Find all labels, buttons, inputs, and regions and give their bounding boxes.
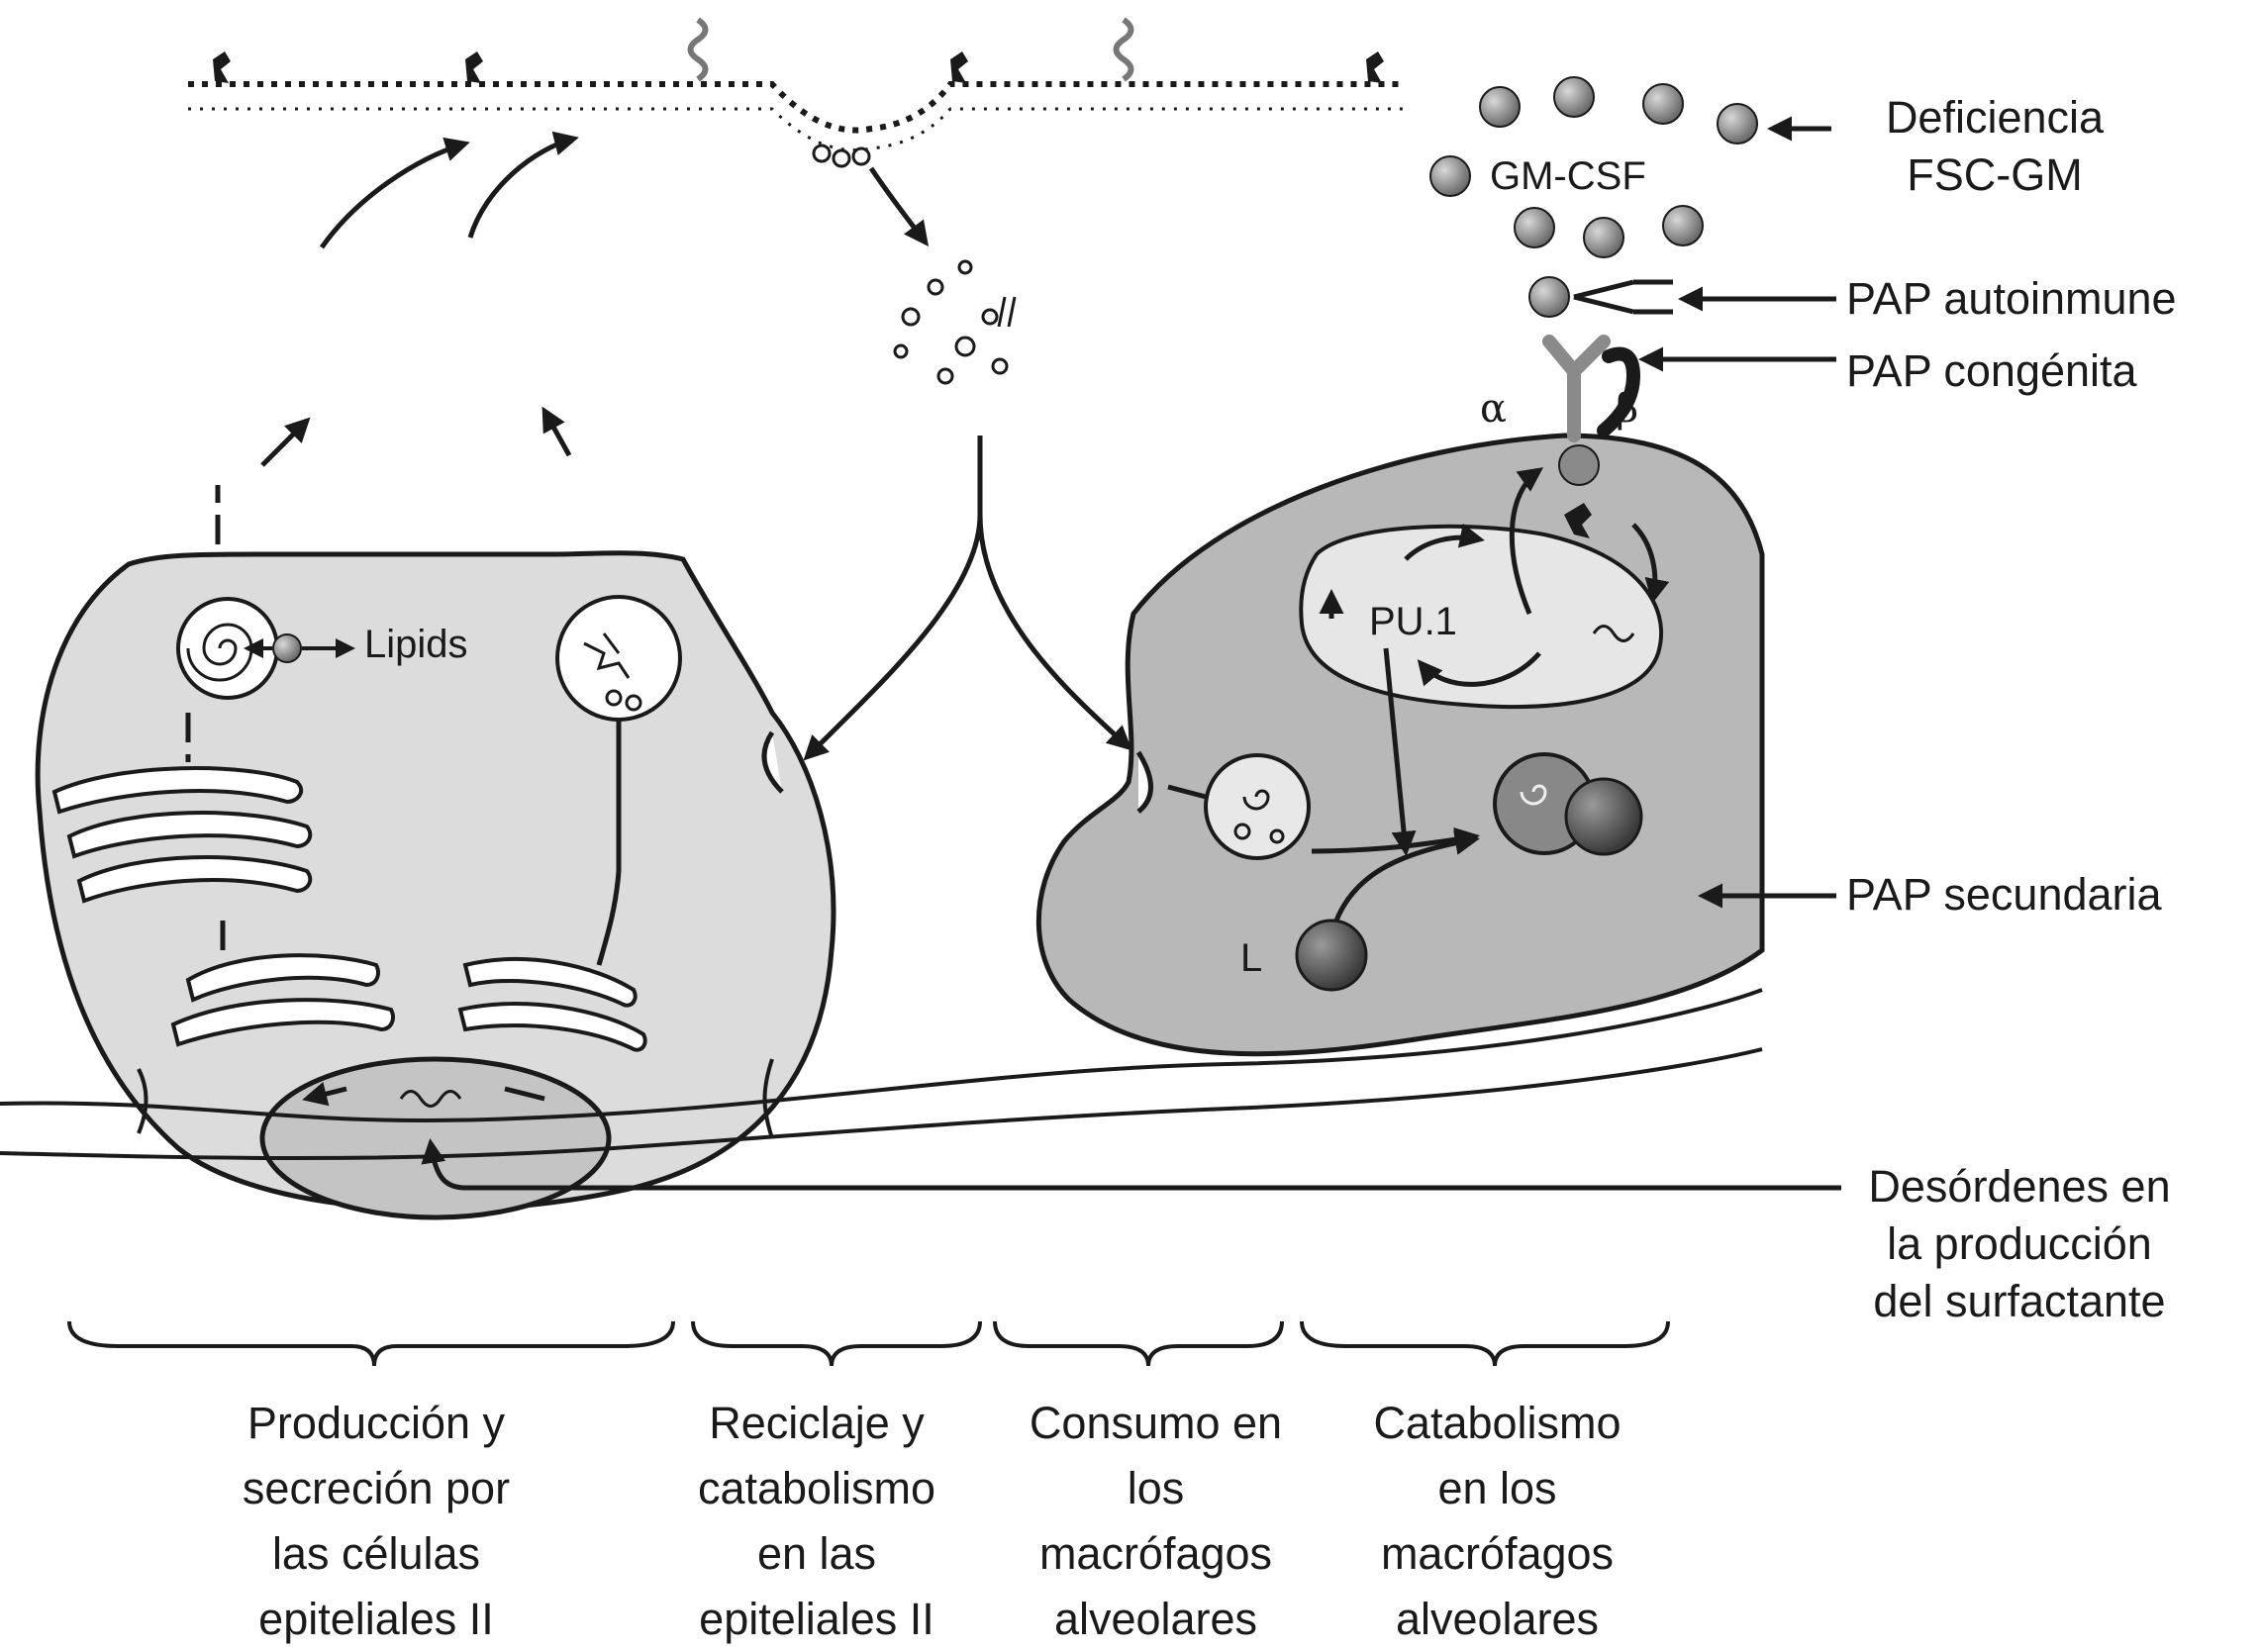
stage-line: en los [1437,1463,1557,1513]
stage-line: en las [756,1528,877,1579]
basement-membrane [0,988,1763,1160]
cause-gmcsf-deficiency: Deficiencia FSC-GM [1846,89,2143,204]
cause-secondary-pap: PAP secundaria [1846,866,2162,923]
label-alpha: α [1480,386,1508,432]
cause-line: PAP congénita [1846,345,2137,396]
golgi-apparatus [51,766,313,904]
surfactant-monolayer [188,17,1406,168]
endoplasmic-reticulum [170,953,647,1052]
stage-line: epiteliales II [258,1594,494,1644]
label-lysosome: L [1240,936,1263,980]
stage-macrophage-catabolism: Catabolismo en los macrófagos alveolares [1327,1391,1668,1652]
label-gmcsf: GM-CSF [1490,154,1646,198]
multivesicular-body [555,595,682,722]
cause-line: FSC-GM [1907,149,2083,200]
pathway-arrows-macrophage [1167,467,1670,922]
label-lipids: Lipids [364,623,468,666]
lipid-droplet [272,633,302,663]
cause-line: Desórdenes en [1868,1161,2171,1212]
macrophage-nucleus [1299,524,1664,710]
stage-macrophage-consumption: Consumo en los macrófagos alveolares [985,1391,1327,1652]
stage-line: Consumo en [1029,1398,1283,1448]
stage-braces [67,1320,1670,1367]
stage-line: Reciclaje y [709,1398,925,1448]
autoantibody [1573,279,1673,315]
stage-line: secreción por [242,1463,511,1513]
gmcsf-receptor [1542,335,1641,538]
endocytic-pit-macrophage [1135,750,1153,814]
lysosome [1295,919,1368,992]
surfactant-fragments [893,259,1017,385]
phagolysosome [1493,752,1643,856]
stage-production-secretion: Producción y secreción por las células e… [148,1391,604,1652]
gmcsf-particles [1429,76,1758,318]
stage-line: Catabolismo [1373,1398,1622,1448]
stage-line: macrófagos [1380,1528,1615,1579]
label-pu1: PU.1 [1369,600,1457,643]
stage-line: macrófagos [1038,1528,1273,1579]
cause-congenital-pap: PAP congénita [1846,342,2137,400]
cause-surfactant-production-disorders: Desórdenes en la producción del surfacta… [1841,1158,2198,1330]
endocytic-pit-epithelial [761,730,784,794]
cause-line: la producción [1887,1218,2152,1269]
cause-arrows [421,116,1841,1191]
cause-line: Deficiencia [1885,92,2105,143]
cause-line: del surfactante [1873,1276,2166,1326]
stage-line: catabolismo [697,1463,936,1513]
stage-line: las células [271,1528,481,1579]
label-beta: β [1616,386,1639,432]
cause-line: PAP secundaria [1846,869,2162,920]
lamellar-body [176,597,279,700]
cause-autoimmune-pap: PAP autoinmune [1846,270,2177,328]
stage-line: Producción y [246,1398,506,1448]
stage-recycling-catabolism: Reciclaje y catabolismo en las epitelial… [653,1391,980,1652]
cause-line: PAP autoinmune [1846,273,2177,324]
stage-line: alveolares [1395,1594,1600,1644]
pathway-arrows-recycling [803,166,1132,761]
stage-line: epiteliales II [699,1594,934,1644]
epithelial-nucleus [259,1056,612,1220]
stage-line: los [1127,1463,1185,1513]
phagosome [1204,753,1311,860]
stage-line: alveolares [1053,1594,1258,1644]
pathway-arrows-epithelial [185,131,622,1107]
